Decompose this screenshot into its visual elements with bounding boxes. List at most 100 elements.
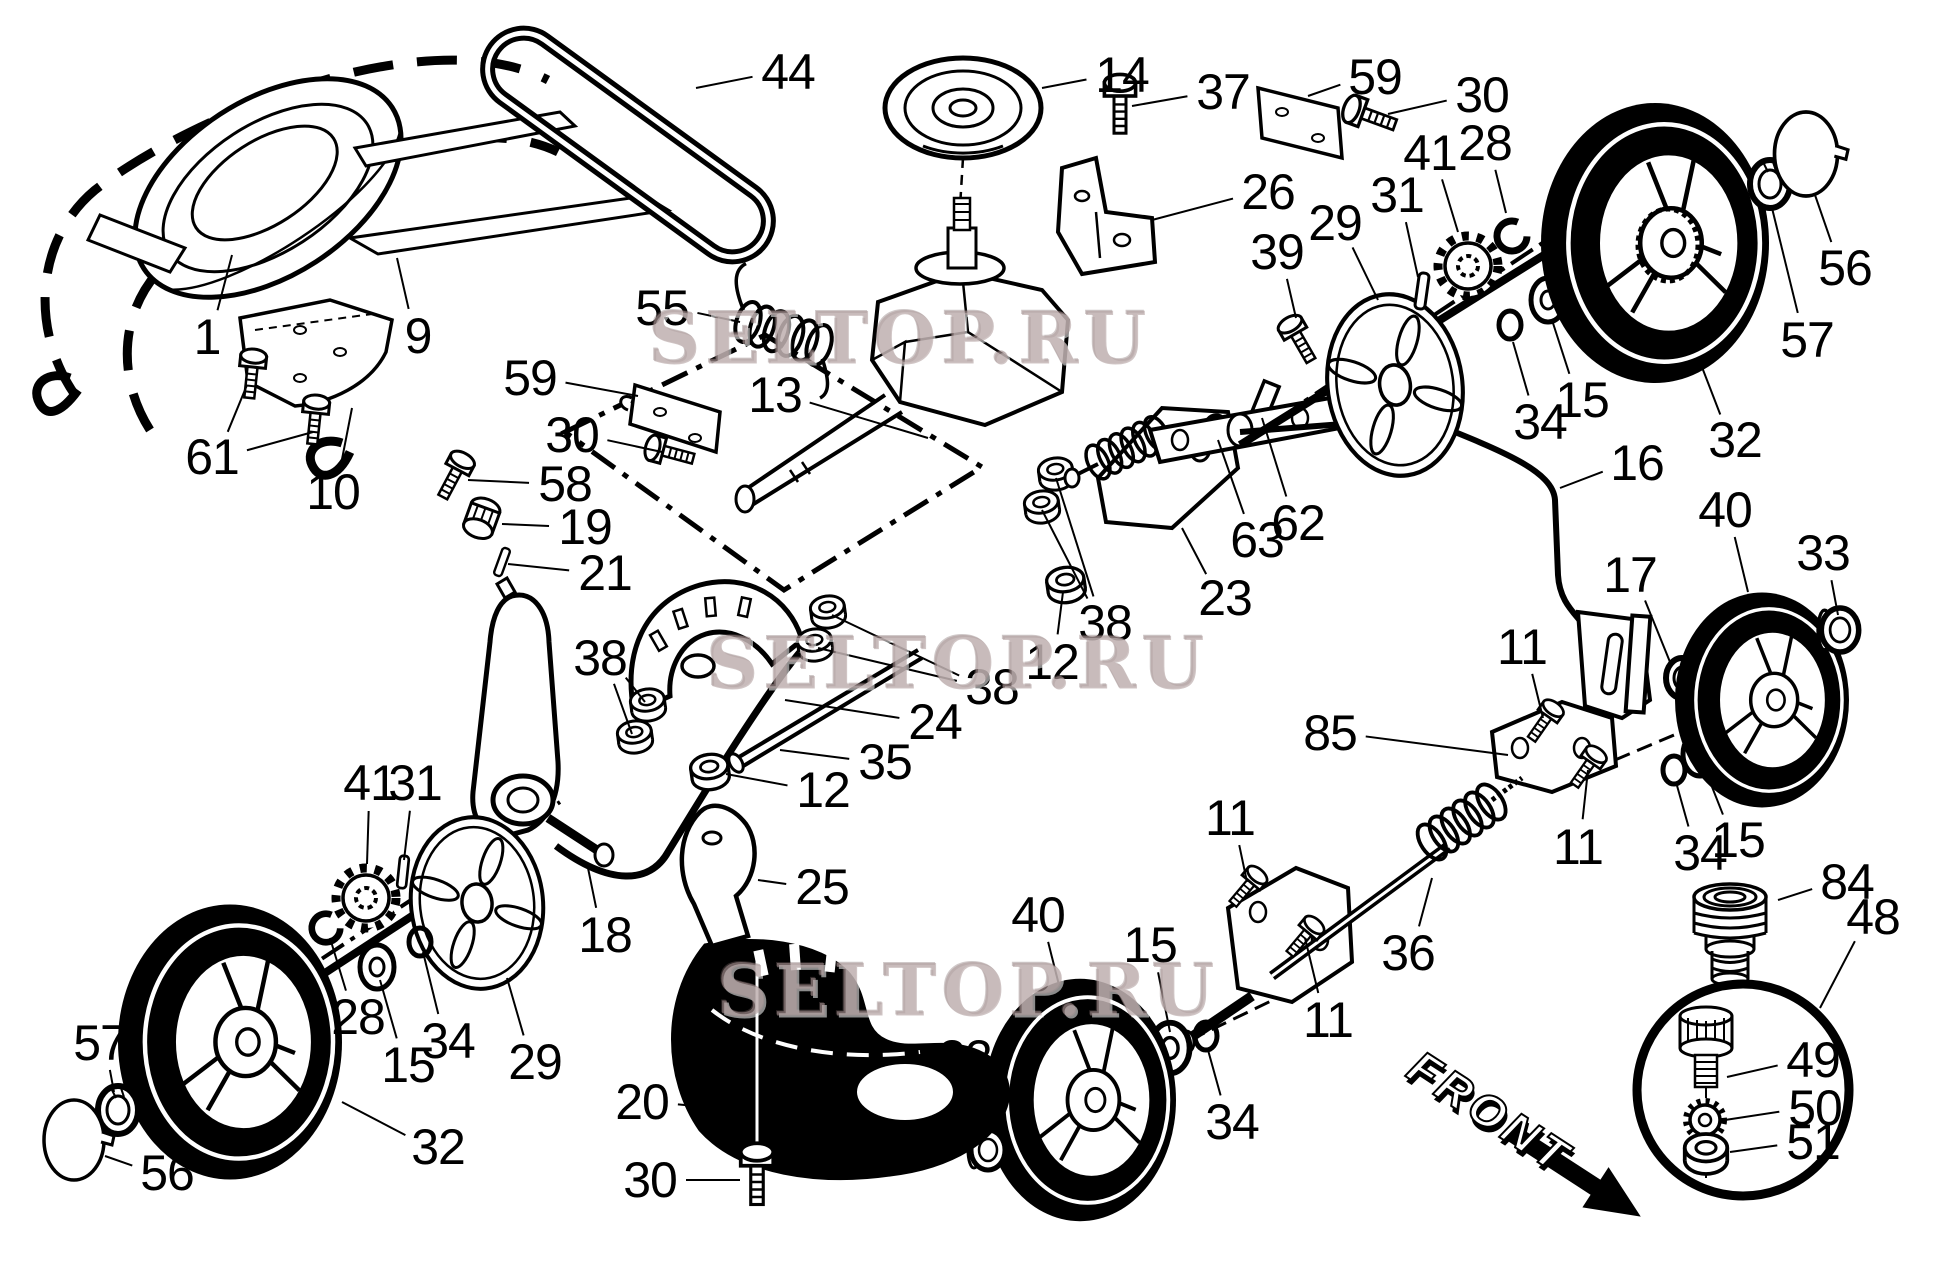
callout-38-28: 38 [573, 630, 628, 686]
callout-35-30: 35 [858, 734, 913, 790]
height-adjuster-assembly [1150, 613, 1653, 1073]
bolt-58 [429, 446, 479, 505]
watermark-0: SELTOP.RU [648, 295, 1152, 381]
leader-line-11 [1238, 844, 1248, 883]
handle-panel-housing [132, 76, 404, 300]
callout-30-18: 30 [545, 407, 600, 463]
callout-33-52: 33 [938, 1030, 993, 1086]
hose-adapter-84 [1692, 882, 1768, 987]
drive-belt [480, 25, 776, 265]
leader-line-59 [1307, 83, 1341, 97]
leader-line-41 [366, 810, 370, 865]
leader-line-13 [809, 401, 929, 439]
clutch-hardware [429, 446, 512, 579]
leader-line-40 [1047, 941, 1063, 998]
callout-40-53: 40 [1011, 887, 1066, 943]
callout-24-29: 24 [908, 694, 963, 750]
snap-washer-28 [1491, 215, 1533, 257]
callout-61-2: 61 [185, 429, 240, 485]
mount-plate-assembly [234, 298, 395, 447]
callout-30-51: 30 [623, 1152, 678, 1208]
leader-line-15 [1157, 972, 1171, 1033]
gearbox [734, 196, 1071, 514]
callout-12-31: 12 [796, 762, 851, 818]
callout-34-55: 34 [1205, 1094, 1260, 1150]
callout-9-1: 9 [404, 308, 433, 364]
leader-line-55 [697, 311, 741, 323]
callout-33-65: 33 [1796, 525, 1851, 581]
leader-line-57 [108, 1069, 115, 1093]
leader-line-1 [216, 254, 233, 311]
callout-15-44: 15 [381, 1037, 436, 1093]
leader-line-17 [1644, 600, 1671, 663]
roll-pin-31 [1413, 270, 1431, 312]
callout-32-49: 32 [411, 1119, 466, 1175]
leader-line-38 [817, 647, 958, 682]
callout-57-47: 57 [73, 1015, 128, 1071]
callout-30-8: 30 [1455, 67, 1510, 123]
leader-line-61 [246, 431, 314, 452]
callout-38-34: 38 [1078, 595, 1133, 651]
callout-29-13: 29 [1308, 195, 1363, 251]
leader-line-14 [1041, 78, 1087, 89]
callout-32-25: 32 [1708, 412, 1763, 468]
callout-39-14: 39 [1250, 224, 1305, 280]
callout-12-33: 12 [1025, 634, 1080, 690]
leader-line-34 [1207, 1049, 1222, 1096]
callout-56-23: 56 [1818, 240, 1873, 296]
leader-line-10 [339, 407, 353, 465]
leader-line-62 [1261, 417, 1288, 497]
baffle-bolt-30 [738, 1141, 776, 1207]
leader-line-38 [1055, 477, 1095, 597]
leader-line-25 [757, 879, 787, 885]
callout-29-46: 29 [508, 1034, 563, 1090]
leader-line-63 [1217, 439, 1245, 515]
roll-pin-31-left [395, 854, 411, 890]
leader-line-28 [1494, 169, 1507, 214]
callout-23-35: 23 [1198, 570, 1253, 626]
leader-line-34 [422, 951, 440, 1015]
leader-line-85 [1365, 735, 1509, 756]
leader-line-59 [565, 381, 639, 397]
leader-line-33 [1830, 580, 1839, 616]
leader-line-39 [1285, 278, 1297, 319]
watermark-1: SELTOP.RU [706, 620, 1210, 706]
leader-line-34 [1675, 781, 1690, 827]
callout-11-59: 11 [1497, 619, 1548, 675]
leader-line-32 [341, 1101, 406, 1137]
watermark-2: SELTOP.RU [716, 947, 1220, 1033]
leader-line-49 [1726, 1064, 1778, 1078]
leader-line-20 [677, 1103, 739, 1111]
leader-line-11 [1304, 937, 1320, 994]
handle-mount-rods [85, 110, 673, 274]
leader-line-38 [831, 614, 960, 677]
leader-line-16 [1559, 470, 1604, 489]
clutch-cup-19 [461, 496, 502, 541]
bracket-26 [1055, 155, 1158, 277]
callout-11-60: 11 [1553, 819, 1604, 875]
leader-line-58 [467, 479, 530, 484]
callout-25-42: 25 [795, 859, 850, 915]
callout-17-63: 17 [1603, 547, 1658, 603]
leader-line-29 [1351, 247, 1379, 301]
leader-line-50 [1724, 1110, 1780, 1121]
callout-85-38: 85 [1303, 705, 1358, 761]
callout-19-20: 19 [558, 499, 613, 555]
leader-line-11 [1531, 673, 1544, 719]
handle-tube-curl [32, 371, 82, 416]
pin-21 [492, 545, 512, 579]
rear-right-wheel-assembly [1541, 103, 1850, 383]
leader-line-30 [1387, 99, 1447, 115]
leader-line-61 [226, 384, 248, 433]
mount-plate [238, 298, 395, 408]
leader-line-35 [779, 749, 850, 760]
bracket-25 [679, 803, 757, 949]
callout-57-24: 57 [1780, 312, 1835, 368]
transmission-pulley-29 [400, 808, 554, 998]
callout-40-64: 40 [1698, 482, 1753, 538]
leader-line-28 [329, 937, 347, 991]
leader-line-38 [613, 683, 633, 735]
leader-line-41 [1441, 179, 1459, 233]
